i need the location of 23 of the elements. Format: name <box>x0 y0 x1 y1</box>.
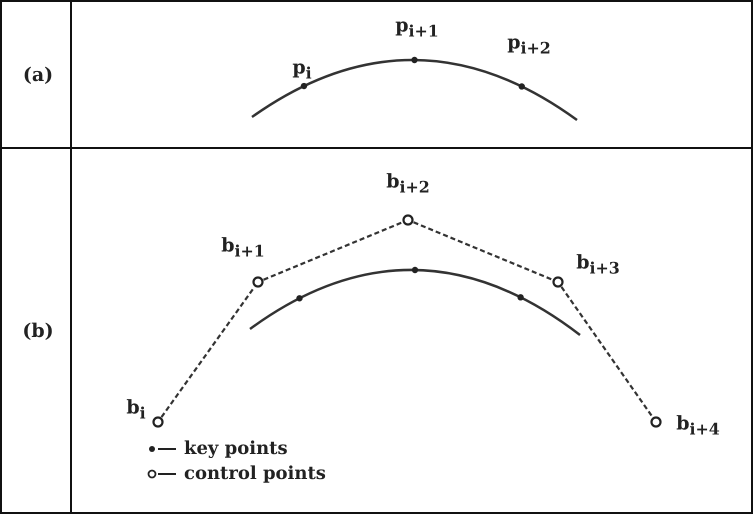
control-point-circle <box>151 415 165 429</box>
point-label: p$_{i}$ <box>292 58 312 82</box>
point-label: p$_{i+1}$ <box>395 16 439 40</box>
dashed-line <box>263 221 403 281</box>
point-label: b$_{i}$ <box>126 398 146 422</box>
panel-frame <box>0 0 753 147</box>
panel-label: (a) <box>22 64 54 86</box>
point-label: b$_{i+2}$ <box>386 172 430 196</box>
control-point-circle <box>649 415 663 429</box>
point-label: b$_{i+1}$ <box>221 236 265 260</box>
dashed-line <box>413 221 553 281</box>
point-label: b$_{i+3}$ <box>576 254 620 276</box>
panel-frame <box>0 147 753 514</box>
legend-label: control points <box>184 463 326 484</box>
legend-label: key points <box>184 438 288 459</box>
dashed-line <box>560 286 654 418</box>
control-point-circle <box>401 213 415 227</box>
panel-label: (b) <box>21 320 55 342</box>
point-label: p$_{i+2}$ <box>507 34 551 56</box>
control-point-circle <box>551 275 565 289</box>
control-point-circle <box>251 275 265 289</box>
dashed-line <box>160 286 256 418</box>
point-label: b$_{i+4}$ <box>676 414 720 438</box>
